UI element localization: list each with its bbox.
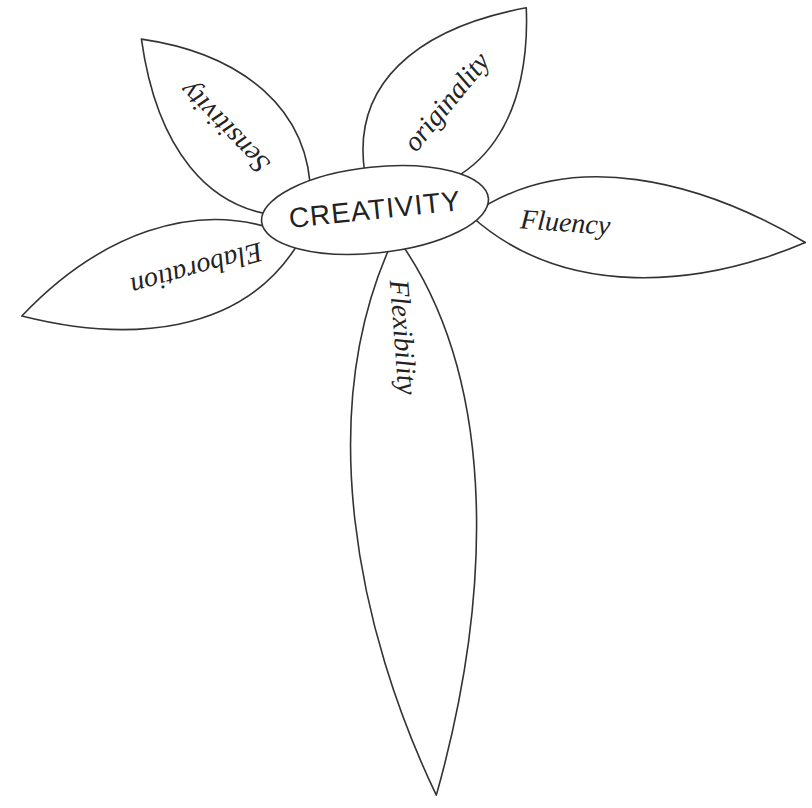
petal-outline — [320, 229, 513, 800]
petal-shape: Fluency — [466, 155, 810, 300]
petal-label: Fluency — [519, 205, 611, 240]
petal-shape: Flexibility — [320, 229, 513, 800]
petal-outline — [466, 155, 810, 300]
